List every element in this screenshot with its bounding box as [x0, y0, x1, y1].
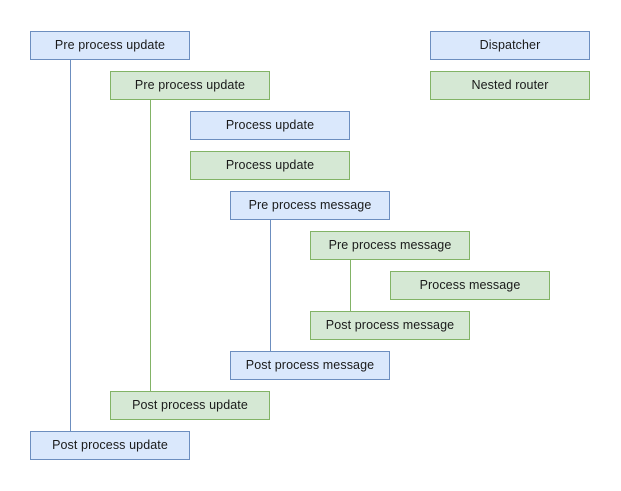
node-n10[interactable]: Post process update: [110, 391, 270, 420]
node-n1[interactable]: Pre process update: [30, 31, 190, 60]
node-n3[interactable]: Process update: [190, 111, 350, 140]
node-n9[interactable]: Post process message: [230, 351, 390, 380]
node-n6[interactable]: Pre process message: [310, 231, 470, 260]
node-n2[interactable]: Pre process update: [110, 71, 270, 100]
connector-edge-n6-to-n8: [350, 260, 351, 311]
node-n11[interactable]: Post process update: [30, 431, 190, 460]
connector-edge-n5-to-n9: [270, 220, 271, 351]
legend-node-l2[interactable]: Nested router: [430, 71, 590, 100]
node-n4[interactable]: Process update: [190, 151, 350, 180]
connector-edge-n1-to-n11: [70, 60, 71, 431]
connector-edge-n2-to-n10: [150, 100, 151, 391]
node-n5[interactable]: Pre process message: [230, 191, 390, 220]
node-n7[interactable]: Process message: [390, 271, 550, 300]
legend-node-l1[interactable]: Dispatcher: [430, 31, 590, 60]
node-n8[interactable]: Post process message: [310, 311, 470, 340]
